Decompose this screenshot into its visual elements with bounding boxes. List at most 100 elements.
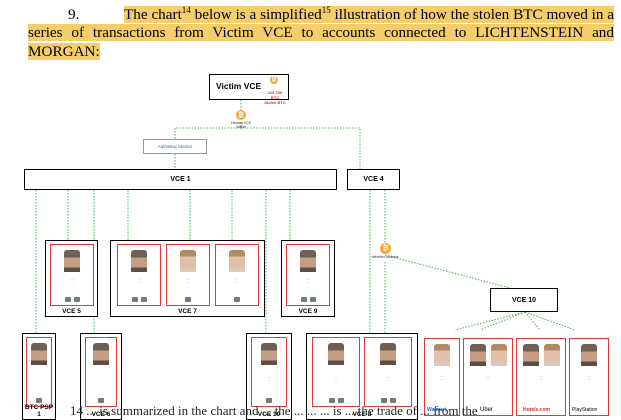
account-card[interactable]: ··········	[312, 337, 360, 407]
cluster-label: VCE 6	[91, 411, 111, 418]
bank-icons	[216, 297, 258, 302]
cluster-vce7[interactable]: ·········· ·········· ·········· VCE 7	[110, 240, 265, 317]
cluster-vce8[interactable]: ·········· ·········· VCE 8	[306, 333, 418, 420]
card-info: ··········	[485, 375, 491, 381]
bitcoin-icon: ₿	[270, 76, 278, 84]
person-photo	[380, 343, 396, 365]
account-card[interactable]: ··········	[251, 337, 287, 407]
hotels-logo: Hotels.com	[523, 407, 550, 413]
bank-icon	[185, 297, 191, 302]
account-card[interactable]: ··········	[364, 337, 412, 407]
cluster-label: VCE 5	[62, 308, 81, 315]
card-info: ··········	[333, 376, 339, 382]
cluster-label: VCE 8	[352, 411, 372, 418]
bank-icons	[313, 398, 359, 403]
merchant-card-uber[interactable]: ·········· Uber	[463, 338, 513, 416]
bank-icon	[73, 297, 80, 302]
bank-icon	[98, 398, 104, 403]
card-info: ··········	[234, 278, 240, 284]
cluster-label: BTC PSP 1	[24, 404, 54, 418]
cluster-label: VCE 9	[298, 308, 318, 315]
bank-icon	[380, 398, 387, 403]
person-photo	[131, 250, 147, 272]
card-info: ··········	[586, 375, 592, 381]
trailing-text: 14 ... is summarized in the chart and ..…	[70, 403, 478, 418]
card-info: ··········	[385, 376, 391, 382]
person-photo	[300, 250, 316, 272]
bank-icon	[64, 297, 71, 302]
bitcoin-hub-right-icon[interactable]: ₿	[380, 243, 391, 254]
bitcoin-hub-icon[interactable]: ₿	[236, 110, 246, 120]
merchant-card-walmart[interactable]: ·········· Walmart	[424, 338, 460, 416]
bank-icons	[167, 297, 209, 302]
person-photo	[434, 344, 450, 366]
bank-icon	[234, 297, 240, 302]
cluster-vce9[interactable]: ·········· VCE 9	[281, 240, 335, 317]
account-card[interactable]: ··········	[166, 244, 210, 306]
account-card[interactable]	[26, 337, 52, 407]
account-card[interactable]	[85, 337, 117, 407]
merchant-card-playstation[interactable]: ·········· PlayStation	[569, 338, 609, 416]
bank-icon	[337, 398, 344, 403]
card-info: ··········	[538, 375, 544, 381]
bank-icons	[365, 398, 411, 403]
person-photo	[93, 343, 109, 365]
hub-label: Hacked VCE Wallet	[230, 121, 252, 129]
card-info: ··········	[305, 278, 311, 284]
account-card[interactable]: ··········	[215, 244, 259, 306]
account-card[interactable]: ··········	[286, 244, 330, 306]
card-info: ··········	[69, 278, 75, 284]
playstation-logo: PlayStation	[572, 407, 598, 413]
bank-icon	[309, 297, 316, 302]
bank-icons	[86, 398, 116, 403]
bank-icon	[266, 398, 272, 403]
bank-icons	[118, 297, 160, 302]
victim-amount-sub: Stolen BTC	[264, 100, 286, 105]
person-photo	[523, 344, 540, 366]
hub-right-label: Identifier Address	[371, 255, 399, 259]
person-photo	[31, 343, 47, 365]
card-info: ··········	[136, 278, 142, 284]
person-photo	[261, 343, 277, 365]
card-info: ··········	[439, 375, 445, 381]
paragraph-number: 9.	[68, 6, 80, 23]
merchant-card-hotels[interactable]: ·········· Hotels.com	[516, 338, 566, 416]
account-card[interactable]: ··········	[50, 244, 94, 306]
person-photo	[64, 250, 80, 272]
person-photo	[470, 344, 487, 366]
cluster-vce6[interactable]: VCE 6	[80, 333, 122, 420]
uber-logo: Uber	[480, 407, 494, 413]
person-photo	[543, 344, 560, 366]
footnote-ref-14[interactable]: 14	[181, 4, 191, 15]
vce4-node[interactable]: VCE 4	[347, 169, 400, 190]
vce10-node[interactable]: VCE 10	[490, 288, 558, 312]
bank-icon	[300, 297, 307, 302]
person-photo	[581, 344, 597, 366]
person-photo	[328, 343, 344, 365]
card-info: ··········	[266, 376, 272, 382]
person-photo	[490, 344, 507, 366]
alphabay-market-node[interactable]: AlphaBay Market	[143, 139, 207, 154]
paragraph-9: 9.The chart14 below is a simplified15 il…	[28, 4, 615, 61]
vce1-node[interactable]: VCE 1	[24, 169, 337, 190]
victim-amount-value: 119,756 BTC	[267, 90, 283, 100]
account-card[interactable]: ··········	[117, 244, 161, 306]
bank-icon	[131, 297, 138, 302]
cluster-label: VCE 7	[178, 308, 197, 315]
bank-icon	[328, 398, 335, 403]
market-label: AlphaBay Market	[157, 144, 193, 149]
card-info: ··········	[185, 278, 191, 284]
cluster-label: VCE 10	[257, 411, 281, 418]
person-photo	[180, 250, 196, 272]
victim-vce-label: Victim VCE	[216, 81, 262, 91]
footnote-ref-15[interactable]: 15	[321, 4, 331, 15]
bank-icons	[27, 398, 51, 403]
cluster-btc-psp1[interactable]: BTC PSP 1	[22, 333, 56, 420]
sentence-part-b: below is a simplified	[190, 6, 322, 23]
walmart-logo: Walmart	[427, 407, 447, 413]
bank-icon	[389, 398, 396, 403]
bank-icons	[51, 297, 93, 302]
bank-icons	[252, 398, 286, 403]
cluster-vce5[interactable]: ·········· VCE 5	[45, 240, 98, 317]
